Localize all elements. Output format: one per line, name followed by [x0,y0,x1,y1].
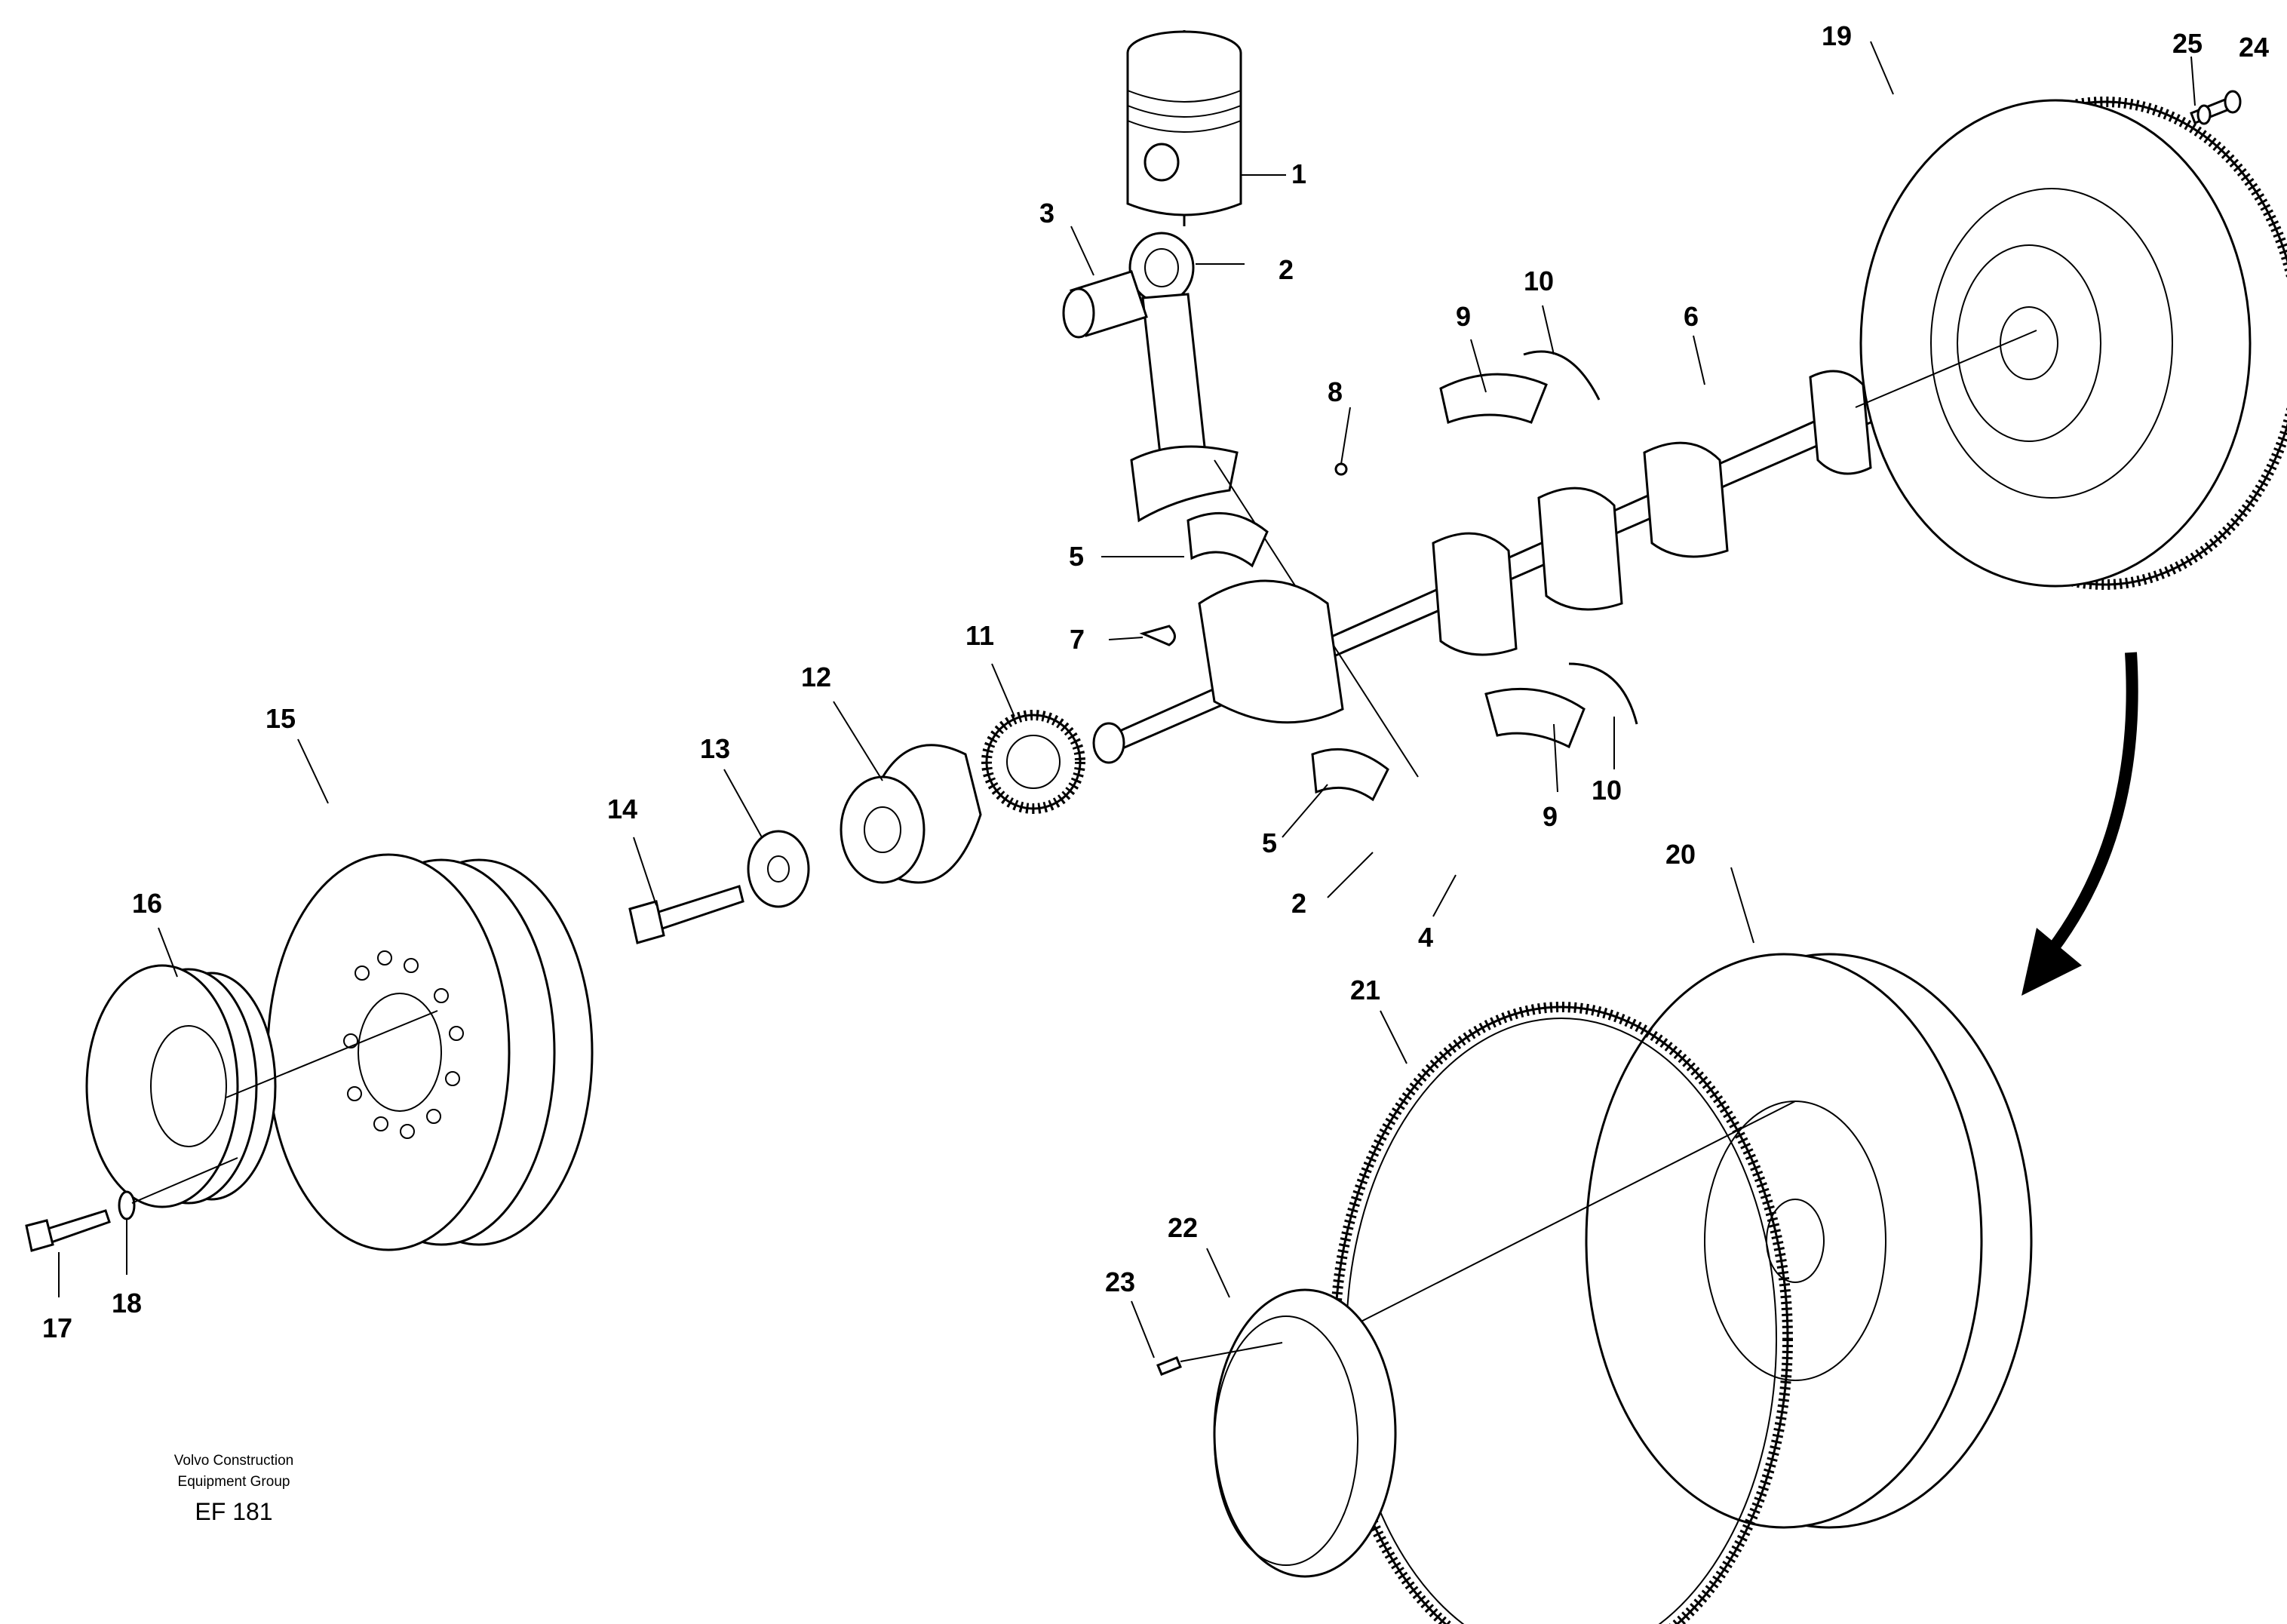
pulley-hub [840,744,982,884]
label-17: 17 [42,1312,72,1343]
label-11: 11 [965,620,994,651]
label-9-lower: 9 [1543,801,1558,832]
credit-block: Volvo Construction Equipment Group EF 18… [174,1453,293,1525]
label-25: 25 [2172,28,2203,59]
label-23: 23 [1105,1266,1135,1297]
flywheel-bolt [2190,90,2242,125]
washer [747,830,810,908]
seal-ring [1156,1288,1397,1578]
label-7: 7 [1070,624,1085,655]
pulley-bolt [25,1157,238,1252]
bearing-shells [1186,350,1638,802]
label-2-cap: 2 [1291,888,1306,919]
alternative-arrow [2021,652,2138,996]
label-16: 16 [132,888,162,919]
leader-lines [58,41,2196,1358]
label-2-rod: 2 [1279,254,1294,285]
small-pulley [85,964,438,1208]
label-5-lower: 5 [1262,827,1277,858]
label-21: 21 [1350,975,1380,1005]
bolt-holes [343,950,464,1139]
label-9-upper: 9 [1456,301,1471,332]
drawing-code: EF 181 [195,1498,272,1525]
label-10-lower: 10 [1592,775,1622,806]
label-3: 3 [1039,198,1054,229]
label-10-upper: 10 [1524,266,1554,296]
label-19: 19 [1822,20,1852,51]
crank-gear [981,710,1085,814]
credit-line-1: Volvo Construction [174,1453,293,1469]
label-8: 8 [1328,376,1343,407]
large-pulley [266,853,594,1251]
part-labels: 1 2 3 8 5 7 9 10 6 11 12 13 14 15 16 17 … [42,20,2269,1343]
label-1: 1 [1291,158,1306,189]
center-bolt [628,885,744,944]
label-13: 13 [700,733,730,764]
label-12: 12 [801,662,831,692]
label-14: 14 [607,794,637,824]
label-15: 15 [266,703,296,734]
piston-pin [1062,270,1148,339]
flywheel-alternative [1585,953,2033,1529]
crankshaft [1092,370,1872,764]
label-4: 4 [1418,922,1433,953]
label-6: 6 [1684,301,1699,332]
label-18: 18 [112,1288,142,1319]
credit-line-2: Equipment Group [178,1474,290,1490]
label-24: 24 [2239,32,2269,63]
piston [1126,30,1242,226]
label-22: 22 [1168,1212,1198,1243]
label-20: 20 [1665,839,1696,870]
flywheel-top [1855,97,2287,590]
label-5-upper: 5 [1069,541,1084,572]
